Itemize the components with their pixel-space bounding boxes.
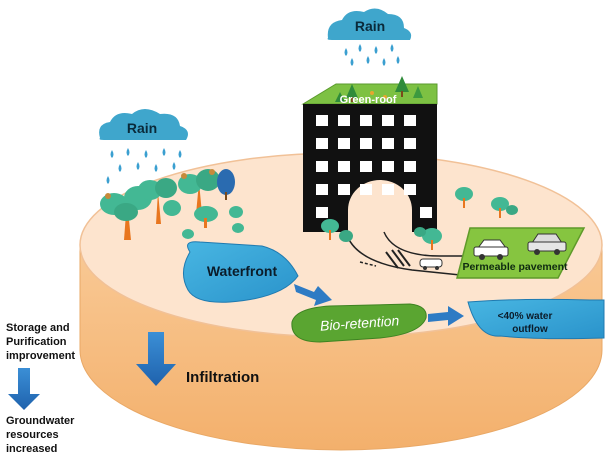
flow-arrow-bio-retention (428, 306, 464, 326)
tree-cluster-right (455, 187, 518, 218)
rain-label-left: Rain (127, 120, 157, 136)
tree-cluster-left (100, 169, 244, 240)
storage-label-line2: Purification (6, 336, 67, 348)
green-roof-label: Green-roof (340, 94, 397, 106)
rain-label-top: Rain (355, 18, 385, 34)
water-outflow: <40% water outflow (467, 298, 605, 340)
car-grey (527, 233, 567, 255)
roof-trees (335, 76, 423, 102)
storage-label-line1: Storage and (6, 322, 70, 334)
waterfront-label: Waterfront (207, 263, 278, 279)
bio-retention: Bio-retention (291, 303, 427, 343)
waterfront: Waterfront (183, 241, 299, 303)
rain-cloud-top: Rain (327, 8, 412, 40)
infiltration-label: Infiltration (186, 369, 259, 386)
permeable-pavement-label: Permeable pavement (462, 261, 568, 273)
infiltration-arrow (136, 332, 176, 386)
crosswalk (385, 249, 411, 269)
groundwater-label-line3: increased (6, 443, 57, 455)
building-windows (316, 115, 432, 218)
outflow-label-line2: outflow (512, 324, 548, 335)
rain-cloud-left: Rain (99, 109, 188, 140)
rain-drops-top (344, 44, 400, 66)
car-white (473, 239, 509, 260)
storage-label-line3: improvement (6, 350, 75, 362)
groundwater-arrow (8, 368, 40, 410)
rain-drops-left (106, 148, 182, 184)
groundwater-label-line1: Groundwater (6, 415, 75, 427)
building: Green-roof (301, 76, 438, 232)
flow-arrow-waterfront (294, 284, 332, 306)
outflow-label-line1: <40% water (498, 311, 553, 322)
permeable-pavement: Permeable pavement (456, 227, 586, 279)
groundwater-label-line2: resources (6, 429, 59, 441)
tree-cluster-center (321, 219, 442, 250)
car-small (419, 258, 443, 270)
bio-retention-label: Bio-retention (319, 312, 400, 334)
